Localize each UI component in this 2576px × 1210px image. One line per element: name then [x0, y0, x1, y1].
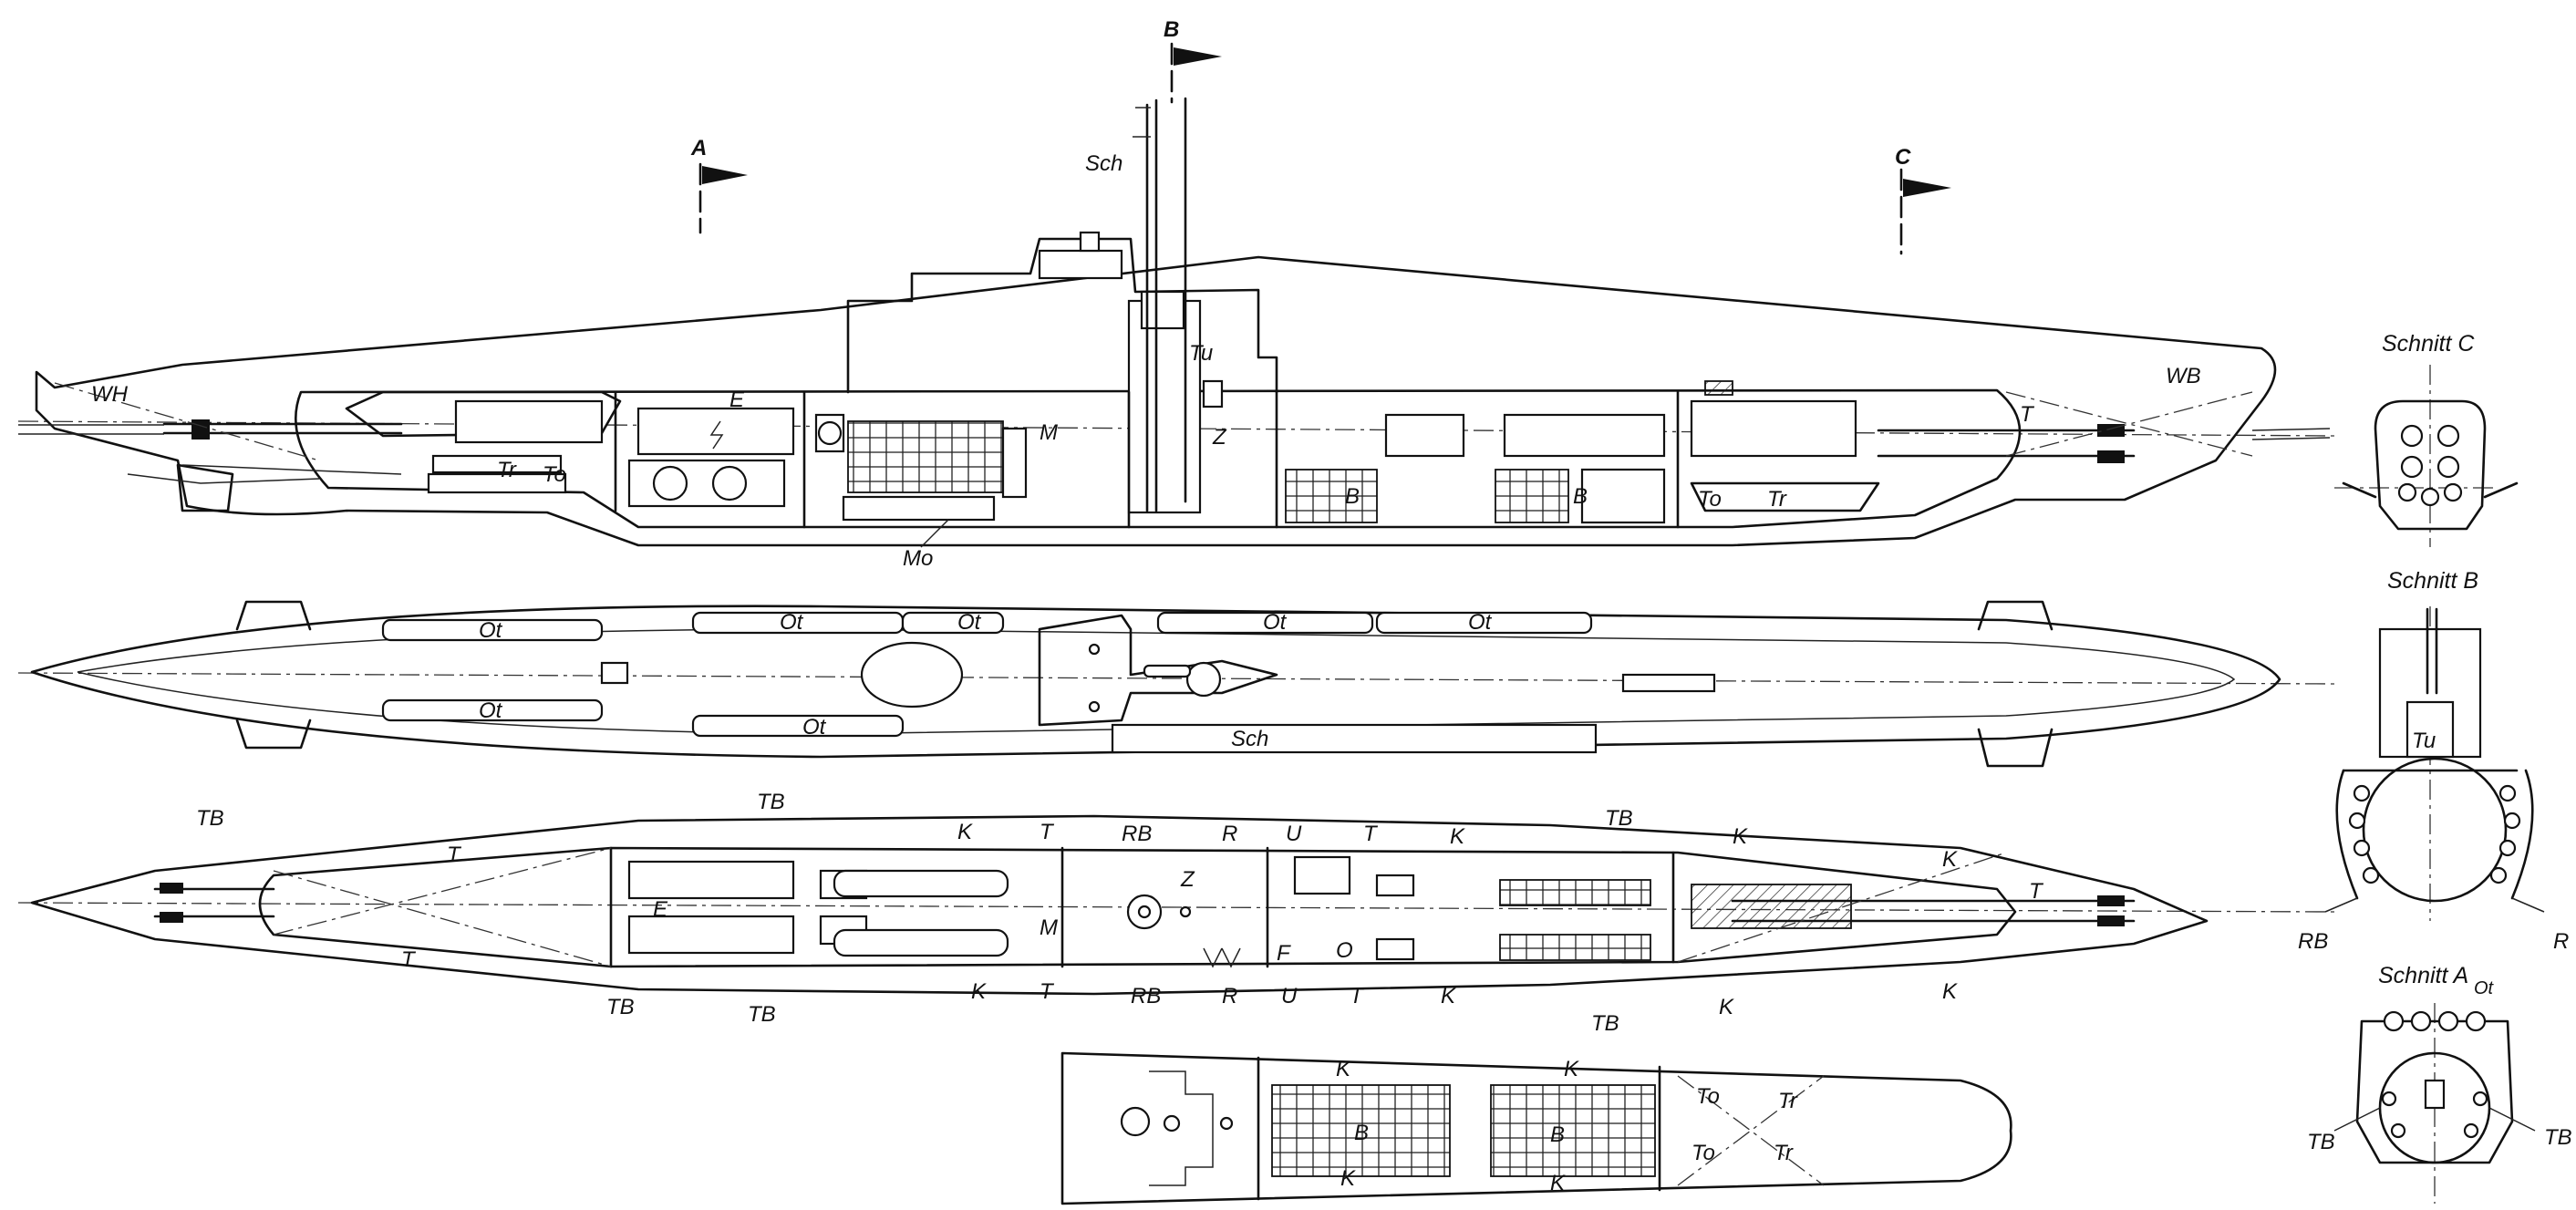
label-o-plan: O — [1336, 938, 1353, 963]
label-k-6: K — [1441, 984, 1456, 1008]
label-tb-4: TB — [606, 995, 635, 1019]
label-b-lower-1: B — [1354, 1121, 1369, 1145]
label-z-plan: Z — [1180, 867, 1195, 892]
label-tb-3: TB — [1605, 806, 1633, 831]
label-e-plan: E — [653, 897, 668, 922]
plan-view: TB TB T K T RB R U T K TB K K E M Z F O … — [17, 790, 2335, 1036]
section-mark-c: C — [1895, 145, 1911, 170]
label-f-plan: F — [1277, 941, 1291, 966]
section-mark-a: A — [690, 136, 707, 160]
label-ot-section: Ot — [2474, 978, 2495, 998]
section-marker-b: B — [1164, 17, 1222, 104]
label-u-1: U — [1286, 822, 1302, 846]
label-to: To — [543, 462, 566, 487]
label-tr-lower-2: Tr — [1774, 1141, 1794, 1165]
label-t-5: T — [401, 947, 417, 972]
label-tb-section-left: TB — [2307, 1130, 2335, 1154]
top-view: Sch Ot Ot Ot Ot Ot Ot Ot — [17, 600, 2335, 768]
section-a-title: Schnitt A — [2378, 963, 2468, 988]
section-c: Schnitt C — [2334, 331, 2519, 547]
label-k-lower-1: K — [1336, 1057, 1351, 1081]
label-t-1: T — [447, 843, 462, 867]
label-k-7: K — [1719, 995, 1734, 1019]
label-k-lower-2: K — [1564, 1057, 1579, 1081]
label-k-lower-3: K — [1340, 1166, 1356, 1191]
label-r-1: R — [1222, 822, 1237, 846]
label-b-2: B — [1573, 484, 1588, 509]
label-tb-section-right: TB — [2544, 1125, 2572, 1150]
label-t: T — [2020, 402, 2035, 427]
label-wh: WH — [91, 382, 129, 407]
section-b: Schnitt B Tu RB R — [2298, 568, 2569, 954]
label-k-1: K — [957, 820, 973, 844]
label-k-lower-4: K — [1550, 1171, 1566, 1195]
label-u-2: U — [1281, 984, 1298, 1008]
label-rb-2: RB — [1131, 984, 1161, 1008]
label-k-3: K — [1733, 824, 1748, 849]
section-b-title: Schnitt B — [2387, 568, 2478, 594]
label-tr: Tr — [497, 458, 517, 482]
label-ot-3: Ot — [957, 610, 982, 635]
section-c-title: Schnitt C — [2382, 331, 2475, 357]
label-k-8: K — [1942, 979, 1958, 1004]
label-b-1: B — [1345, 484, 1360, 509]
label-tb-2: TB — [757, 790, 785, 814]
label-t-6: T — [1040, 979, 1055, 1004]
label-t-3: T — [1363, 822, 1379, 846]
label-to-lower-2: To — [1691, 1141, 1715, 1165]
label-ot-2: Ot — [780, 610, 804, 635]
label-rb-1: RB — [1122, 822, 1152, 846]
label-e: E — [729, 388, 745, 412]
section-marker-c: C — [1895, 145, 1951, 255]
label-wb: WB — [2166, 364, 2201, 388]
label-k-2: K — [1450, 824, 1465, 849]
lower-deck-view: K K B B To Tr To Tr K K — [1060, 1051, 2012, 1205]
label-tr-lower-1: Tr — [1778, 1089, 1798, 1113]
label-mo: Mo — [903, 546, 933, 571]
label-tu-section: Tu — [2412, 729, 2436, 753]
section-a: Schnitt A Ot TB TB — [2307, 963, 2572, 1204]
label-r-section: R — [2553, 929, 2569, 954]
label-tr-fwd: Tr — [1767, 487, 1787, 512]
label-k-5: K — [971, 979, 987, 1004]
label-r-2: R — [1222, 984, 1237, 1008]
label-tb-6: TB — [1591, 1011, 1619, 1036]
label-ot-7: Ot — [802, 715, 827, 739]
label-t-2: T — [1040, 820, 1055, 844]
label-m-plan: M — [1040, 915, 1058, 940]
label-tb-5: TB — [748, 1002, 776, 1027]
label-sch: Sch — [1085, 151, 1122, 176]
label-ot-4: Ot — [1263, 610, 1288, 635]
side-view: WH Tr To E M Z Tu Sch B B To Tr T WB Mo — [17, 97, 2335, 571]
label-b-lower-2: B — [1550, 1122, 1565, 1147]
label-ot-5: Ot — [1468, 610, 1493, 635]
section-marker-a: A — [690, 136, 748, 234]
label-sch-top: Sch — [1231, 727, 1268, 751]
label-ot-1: Ot — [479, 618, 503, 643]
label-z: Z — [1212, 425, 1227, 450]
section-mark-b: B — [1164, 17, 1179, 42]
label-to-fwd: To — [1698, 487, 1722, 512]
label-t-4: T — [2029, 879, 2044, 904]
label-tb-1: TB — [196, 806, 224, 831]
label-m: M — [1040, 420, 1058, 445]
label-rb-section: RB — [2298, 929, 2328, 954]
label-ot-6: Ot — [479, 698, 503, 723]
label-k-4: K — [1942, 847, 1958, 872]
label-t-7: T — [1350, 984, 1365, 1008]
label-to-lower-1: To — [1696, 1084, 1720, 1109]
label-tu: Tu — [1189, 341, 1213, 366]
